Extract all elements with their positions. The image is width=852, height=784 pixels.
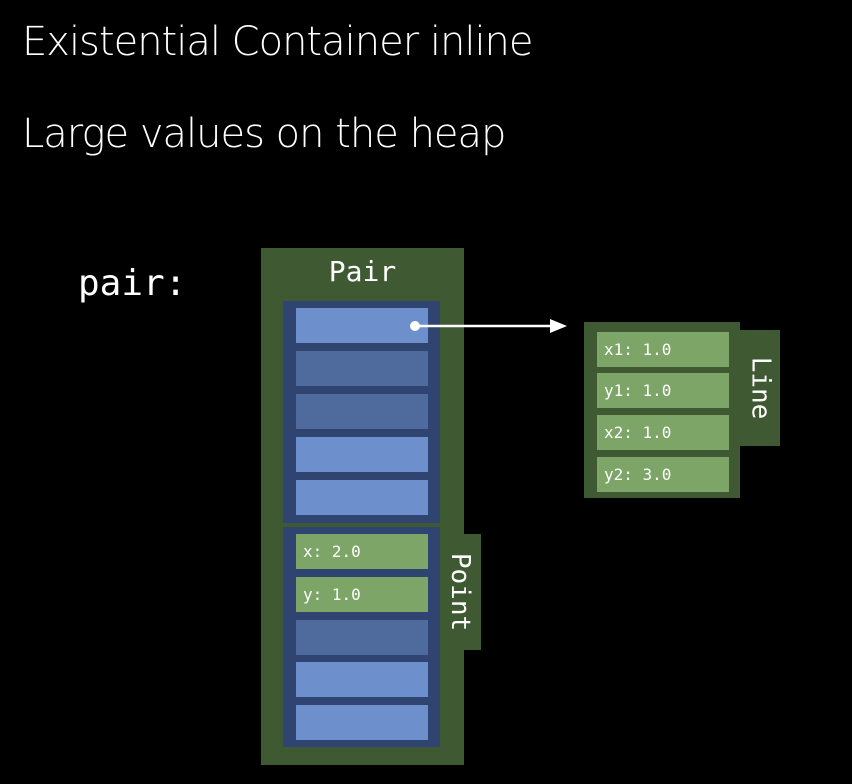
pair-container-label: Pair [328,255,397,288]
value-buffer-slot-pointer [296,308,428,343]
point-type-tag-label-wrapper: Point [440,534,481,650]
point-field-x: x: 2.0 [296,534,428,569]
pointer-arrowhead [550,319,567,333]
line-type-label: Line [745,356,775,420]
point-field-y: y: 1.0 [296,577,428,612]
line-type-tag [740,330,780,446]
value-buffer-slot [296,394,428,429]
line-field-x2: x2: 1.0 [597,415,729,450]
line-type-tag-label-wrapper: Line [740,330,780,446]
point-type-tag [440,534,481,650]
value-buffer-slot [296,620,428,655]
pair-variable-label: pair: [78,263,187,304]
pwt-slot [296,705,428,740]
line-field-x1: x1: 1.0 [597,332,729,367]
slide-title-line-2: Large values on the heap [22,111,506,157]
value-buffer-slot [296,351,428,386]
vwt-slot [296,437,428,472]
slide-title-line-1: Existential Container inline [22,19,534,65]
line-field-y1: y1: 1.0 [597,373,729,408]
pwt-slot [296,480,428,515]
point-type-label: Point [445,552,476,632]
vwt-slot [296,662,428,697]
line-field-y2: y2: 3.0 [597,457,729,492]
